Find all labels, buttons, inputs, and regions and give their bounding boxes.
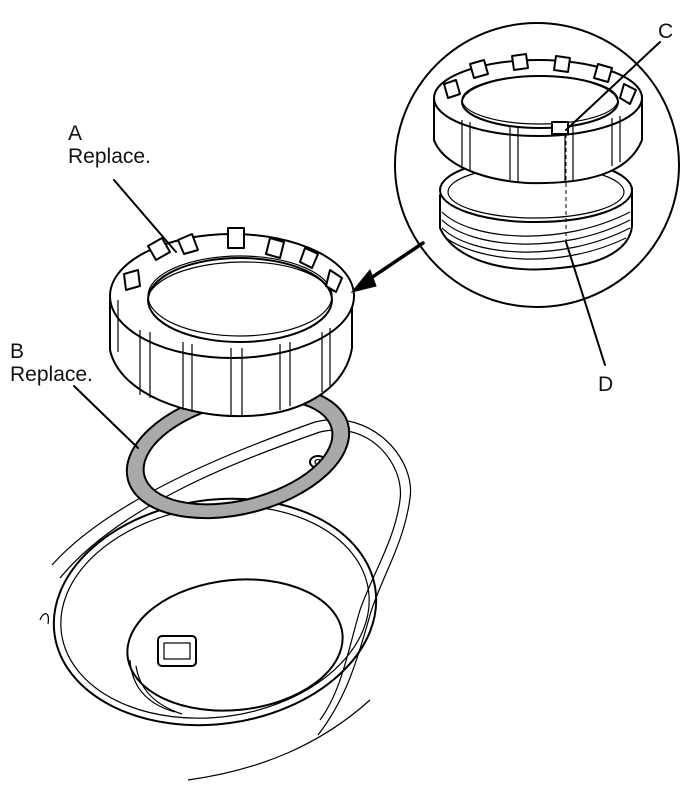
- label-d: D: [598, 373, 613, 396]
- label-b-text: Replace.: [10, 363, 93, 386]
- leader-lines: [73, 41, 661, 449]
- label-a-letter: A: [68, 122, 83, 145]
- fuel-tank-body: [39, 419, 412, 781]
- detail-inset: [394, 22, 680, 308]
- label-c-letter: C: [658, 20, 674, 43]
- leader-a: [113, 179, 177, 253]
- label-b: B Replace.: [10, 340, 93, 386]
- label-a: A Replace.: [68, 122, 151, 168]
- leader-c: [565, 41, 661, 131]
- lock-ring-a: [109, 227, 355, 418]
- leader-d: [565, 241, 606, 366]
- label-a-text: Replace.: [68, 145, 151, 168]
- label-b-letter: B: [10, 340, 25, 363]
- leader-b: [73, 385, 139, 449]
- callout-arrow: [350, 241, 425, 293]
- label-d-letter: D: [598, 373, 614, 396]
- gasket-b: [125, 384, 351, 520]
- label-c: C: [658, 20, 673, 43]
